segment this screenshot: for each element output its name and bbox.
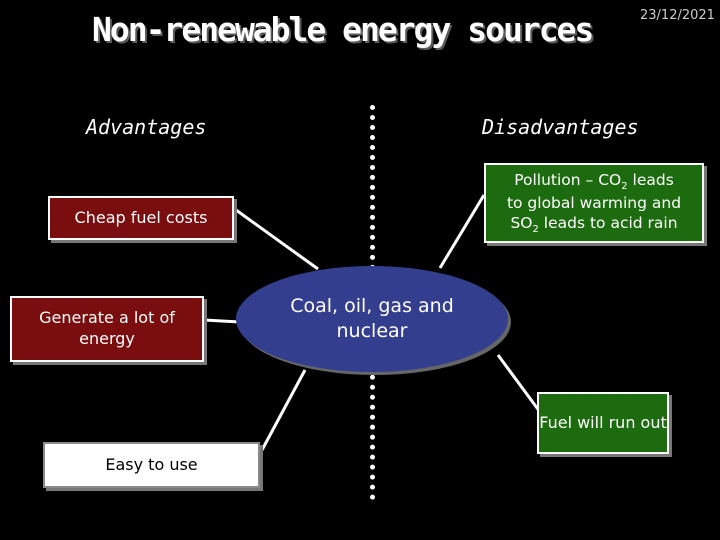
disadvantage-pollution-text: Pollution – CO2 leads to global warming …: [507, 170, 681, 236]
connector-fuel: [496, 354, 542, 413]
advantage-cheap-fuel-text: Cheap fuel costs: [74, 207, 208, 227]
advantage-generate-energy-text: Generate a lot of energy: [39, 308, 175, 348]
advantage-cheap-fuel: Cheap fuel costs: [48, 196, 234, 240]
advantage-easy-to-use: Easy to use: [43, 442, 260, 488]
disadvantages-heading: Disadvantages: [482, 115, 639, 139]
advantages-heading: Advantages: [86, 115, 207, 139]
connector-pollution: [438, 194, 486, 269]
pollution-line3-b: leads to acid rain: [538, 214, 678, 233]
pollution-line1-a: Pollution – CO: [514, 170, 622, 189]
disadvantage-pollution: Pollution – CO2 leads to global warming …: [484, 163, 704, 243]
pollution-line1-b: leads: [627, 170, 674, 189]
disadvantage-fuel-run-out: Fuel will run out: [537, 392, 669, 454]
connector-cheap: [235, 208, 319, 271]
advantage-generate-energy: Generate a lot of energy: [10, 296, 204, 362]
pollution-so2-subscript: 2: [532, 224, 539, 236]
pollution-line3-a: SO: [510, 214, 533, 233]
slide-date: 23/12/2021: [640, 8, 715, 23]
advantage-easy-to-use-text: Easy to use: [105, 454, 198, 474]
pollution-co2-subscript: 2: [621, 180, 628, 192]
slide-title: Non-renewable energy sources: [92, 10, 594, 49]
center-ellipse: Coal, oil, gas and nuclear: [236, 266, 508, 372]
disadvantage-fuel-run-out-text: Fuel will run out: [539, 412, 667, 432]
pollution-line2: to global warming and: [506, 193, 682, 212]
connector-easy: [260, 369, 307, 451]
connector-generate: [203, 318, 241, 324]
center-label: Coal, oil, gas and nuclear: [290, 295, 454, 342]
